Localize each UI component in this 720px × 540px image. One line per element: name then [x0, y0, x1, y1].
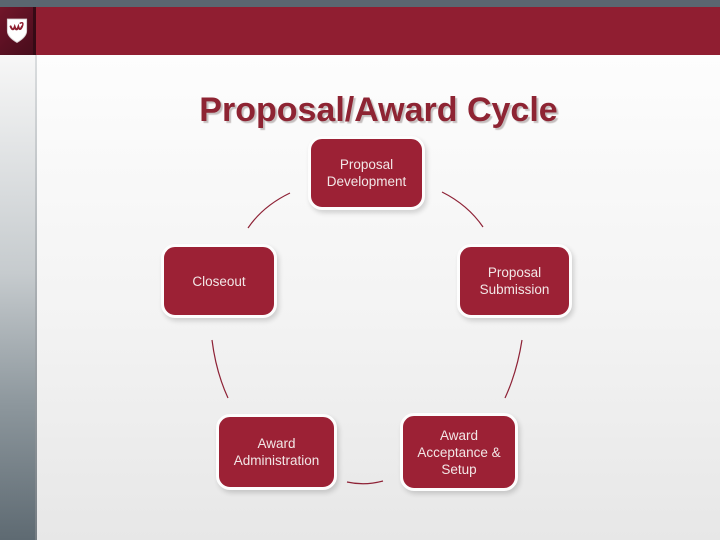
- node-label-line: Acceptance &: [417, 444, 501, 460]
- node-label-line: Development: [326, 174, 407, 189]
- node-label-line: Setup: [441, 461, 477, 477]
- node-label-line: Award: [257, 436, 296, 451]
- header-band: [0, 7, 720, 55]
- cycle-node-award-acceptance-setup: Award Acceptance & Setup: [400, 413, 518, 491]
- top-accent-bar: [0, 0, 720, 7]
- node-label-line: Submission: [479, 282, 550, 297]
- cycle-node-proposal-development: Proposal Development: [308, 136, 425, 210]
- slide-surface: [37, 55, 720, 540]
- node-label-line: Proposal: [339, 157, 394, 172]
- connector-closeout-to-development: [247, 192, 291, 229]
- node-label-line: Award: [439, 427, 479, 443]
- left-rail-edge: [35, 55, 37, 540]
- cycle-node-proposal-submission: Proposal Submission: [457, 244, 572, 318]
- logo-tile: [0, 7, 36, 55]
- node-label-line: Proposal: [487, 265, 542, 280]
- node-label-line: Closeout: [192, 273, 246, 289]
- node-label-line: Administration: [233, 453, 320, 468]
- cycle-node-award-administration: Award Administration: [216, 414, 337, 490]
- slide-title: Proposal/Award Cycle: [199, 90, 558, 129]
- connector-acceptance-to-administration: [346, 480, 384, 485]
- wsu-shield-logo-icon: [6, 18, 28, 44]
- left-gradient-rail: [0, 55, 35, 540]
- connector-submission-to-acceptance: [504, 339, 523, 399]
- connector-development-to-submission: [441, 191, 484, 228]
- connector-closeout-to-administration: [211, 339, 229, 399]
- cycle-node-closeout: Closeout: [161, 244, 277, 318]
